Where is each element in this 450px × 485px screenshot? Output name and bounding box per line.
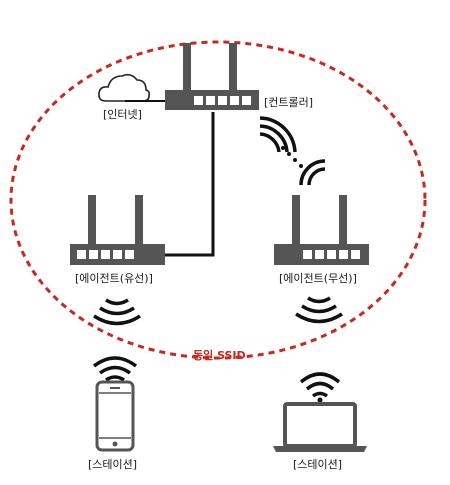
ssid-label: 동일 SSID [193,349,246,362]
wireless-agent-router-icon [274,195,369,265]
cloud-icon [98,73,150,102]
laptop-icon [273,402,367,452]
wired-agent-label: [에이전트(유선)] [75,272,153,285]
wired-agent-wifi-icon [93,298,141,326]
wired-link [160,112,215,257]
wireless-agent-label: [에이전트(무선)] [279,272,357,285]
wireless-backhaul-controller-wifi-icon [259,116,297,153]
phone-station-label: [스테이션] [88,458,138,471]
laptop-wifi-icon [299,372,341,403]
controller-router-icon [165,43,259,110]
wireless-backhaul-dots [281,146,303,168]
smartphone-icon [95,380,135,452]
controller-label: [컨트롤러] [264,96,314,109]
wireless-agent-wifi-icon [295,296,343,324]
wireless-backhaul-agent-wifi-icon [299,159,326,186]
wired-agent-router-icon [70,195,165,265]
ssid-boundary [9,40,427,360]
internet-label: [인터넷] [103,108,142,121]
laptop-station-label: [스테이션] [293,458,343,471]
